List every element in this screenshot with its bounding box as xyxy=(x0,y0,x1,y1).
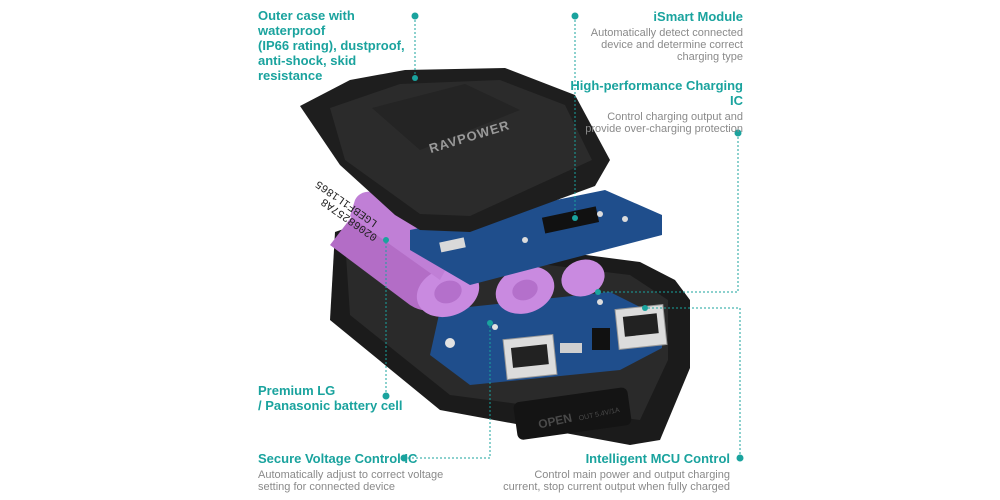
ismart-desc-line-2: device and determine correct xyxy=(601,39,743,51)
dot-mcu xyxy=(736,454,744,462)
upper-pcb xyxy=(410,190,662,285)
callout-dots xyxy=(382,12,744,462)
main-pcb xyxy=(430,292,668,385)
battery-title-line-1: Premium LG xyxy=(258,383,336,398)
mcu-title: Intelligent MCU Control xyxy=(585,451,730,466)
callout-outer-case: Outer case with waterproof (IP66 rating)… xyxy=(258,8,418,83)
dot-battery xyxy=(382,392,390,400)
voltage-ic-title: Secure Voltage Control IC xyxy=(258,451,418,466)
ismart-title: iSmart Module xyxy=(653,9,743,24)
callout-battery-cell: Premium LG / Panasonic battery cell xyxy=(258,383,418,413)
dot-outer-case xyxy=(411,12,419,20)
callout-voltage-ic: Secure Voltage Control IC Automatically … xyxy=(258,451,488,493)
mcu-desc-line-2: current, stop current output when fully … xyxy=(503,481,730,493)
dot-voltage-ic xyxy=(400,454,408,462)
mcu-desc-line-1: Control main power and output charging xyxy=(534,469,730,481)
dot-ismart xyxy=(571,12,579,20)
charging-ic-title: High-performance Charging IC xyxy=(570,78,743,108)
leader-lines xyxy=(385,16,741,459)
battery-title-line-2: / Panasonic battery cell xyxy=(258,398,403,413)
outer-case-title-line-1: Outer case with waterproof xyxy=(258,8,355,38)
ismart-desc-line-1: Automatically detect connected xyxy=(590,27,743,39)
outer-case-title-line-3: anti-shock, skid resistance xyxy=(258,53,357,83)
callout-charging-ic: High-performance Charging IC Control cha… xyxy=(555,78,743,135)
case-open-marking: OPEN xyxy=(537,411,573,432)
charging-ic-desc-line-1: Control charging output and xyxy=(607,111,743,123)
voltage-ic-desc-line-2: setting for connected device xyxy=(258,481,395,493)
voltage-ic-desc-line-1: Automatically adjust to correct voltage xyxy=(258,469,444,481)
callout-ismart: iSmart Module Automatically detect conne… xyxy=(560,9,743,63)
top-lid: RAVPOWER xyxy=(300,68,610,232)
outer-case-title-line-2: (IP66 rating), dustproof, xyxy=(258,38,405,53)
charging-ic-desc-line-2: provide over-charging protection xyxy=(585,123,743,135)
ismart-desc-line-3: charging type xyxy=(676,51,743,63)
callout-mcu: Intelligent MCU Control Control main pow… xyxy=(470,451,730,493)
dot-charging-ic xyxy=(734,129,742,137)
